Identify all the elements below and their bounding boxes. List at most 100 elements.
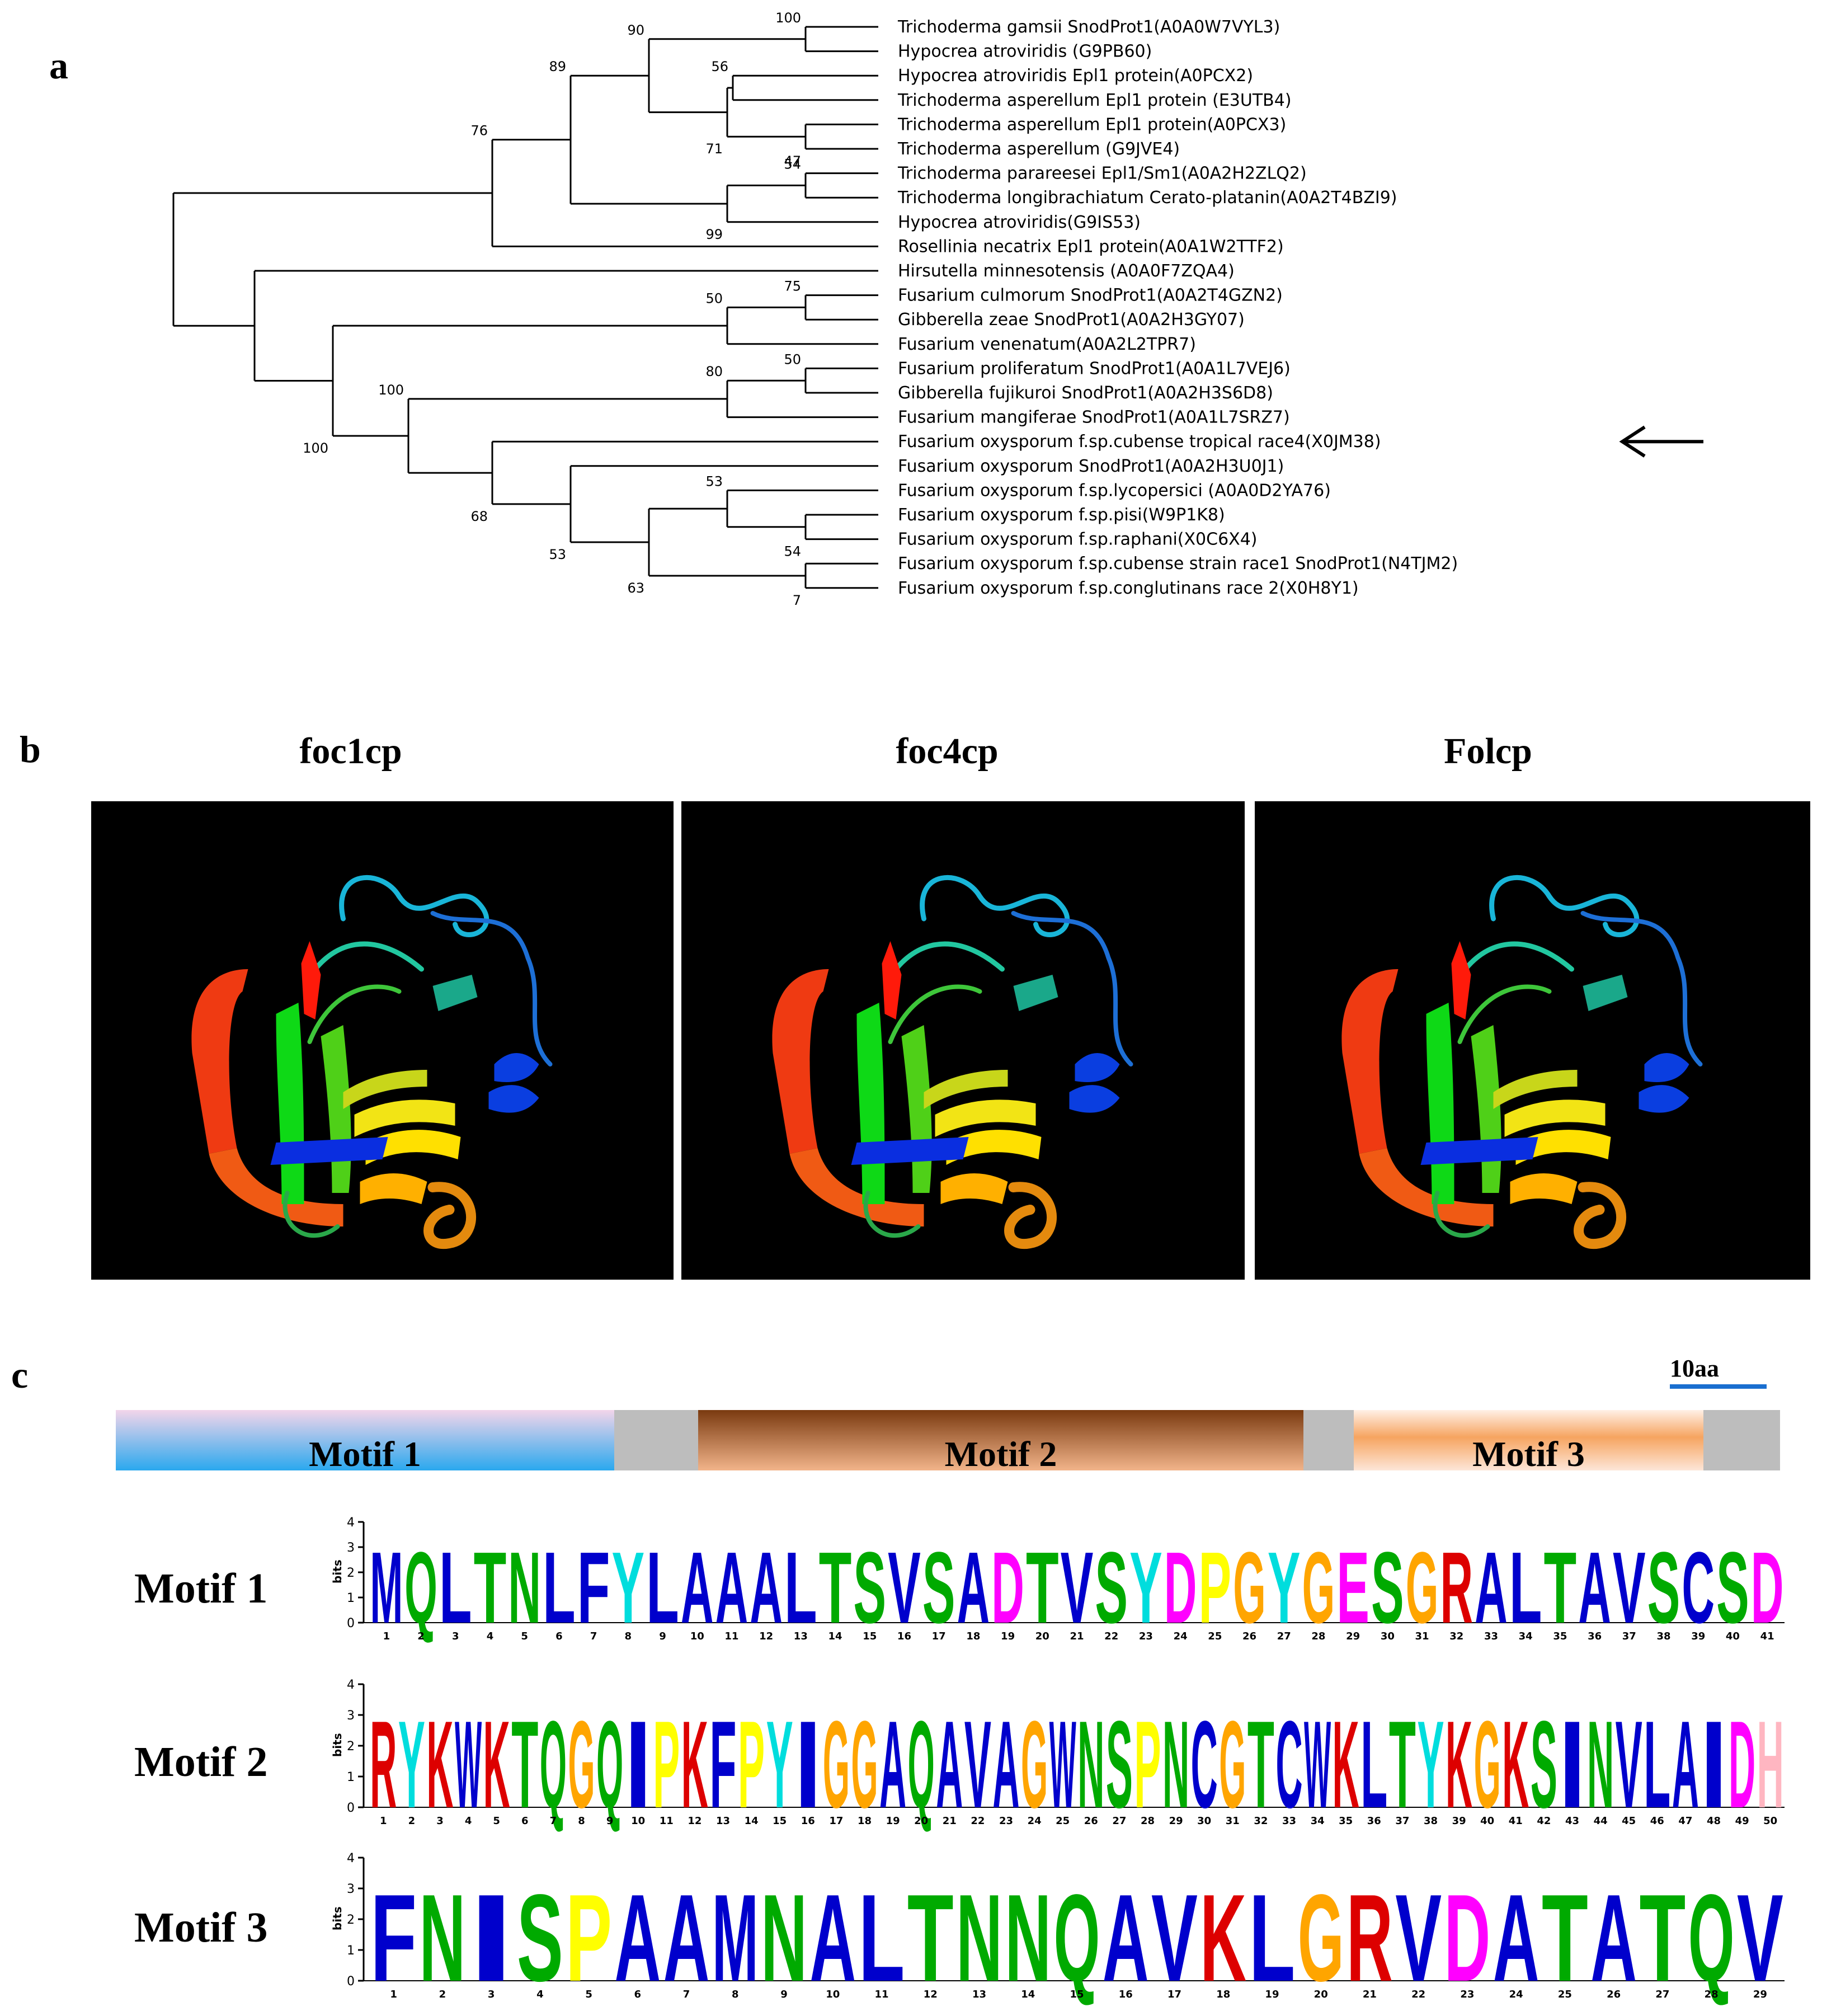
logo-letter: G: [1474, 1695, 1501, 1834]
protein-ribbon-foc1cp: [191, 875, 553, 1249]
logo-letter: K: [1502, 1695, 1529, 1834]
logo-position-number: 18: [1216, 1989, 1230, 2000]
logo-letter: V: [1395, 1868, 1442, 2007]
logo-position-number: 26: [1242, 1630, 1256, 1642]
logo-letter: Y: [1417, 1695, 1444, 1834]
logo-letter: T: [1247, 1695, 1274, 1834]
leaf-label: Fusarium mangiferae SnodProt1(A0A1L7SRZ7…: [898, 408, 1290, 427]
logo-position-number: 9: [606, 1815, 614, 1827]
bootstrap-value: 54: [784, 544, 801, 560]
bootstrap-value: 63: [627, 580, 644, 596]
axis-tick-label: 3: [347, 1709, 355, 1723]
leaf-label: Trichoderma parareesei Epl1/Sm1(A0A2H2ZL…: [897, 164, 1307, 184]
leaf-label: Hypocrea atroviridis Epl1 protein(A0PCX2…: [898, 66, 1253, 86]
logo-position-number: 13: [972, 1989, 986, 2000]
logo-letter: I: [468, 1868, 515, 2007]
logo-letter: K: [426, 1695, 453, 1834]
logo-position-number: 8: [625, 1630, 632, 1642]
linker-segment: [614, 1410, 698, 1470]
logo-position-number: 29: [1346, 1630, 1360, 1642]
logo-letter: R: [370, 1695, 397, 1834]
logo-letter: N: [1077, 1695, 1104, 1834]
bootstrap-value: 68: [470, 509, 488, 524]
logo-position-number: 23: [999, 1815, 1013, 1827]
logo-letter: Y: [1268, 1531, 1301, 1644]
scale-bar-label: 10aa: [1670, 1355, 1719, 1382]
logo-position-number: 13: [794, 1630, 808, 1642]
logo-letter: R: [1440, 1531, 1473, 1644]
logo-letter: A: [1493, 1868, 1539, 2007]
logo-letter: A: [1475, 1531, 1508, 1644]
logo-position-number: 34: [1519, 1630, 1533, 1642]
logo-position-number: 40: [1480, 1815, 1494, 1827]
logo-letter: A: [614, 1868, 661, 2007]
logo-position-number: 10: [826, 1989, 840, 2000]
logo-letter: Y: [1129, 1531, 1162, 1644]
logo-position-number: 1: [380, 1815, 387, 1827]
leaf-label: Trichoderma asperellum (G9JVE4): [897, 139, 1180, 159]
logo-letter: V: [964, 1695, 991, 1834]
structure-title-foc4cp: foc4cp: [896, 731, 999, 772]
logo-position-number: 1: [383, 1630, 390, 1642]
logo-letter: D: [991, 1531, 1024, 1644]
logo-letter: L: [784, 1531, 817, 1644]
logo-letter: P: [1199, 1531, 1232, 1644]
linker-segment: [1703, 1410, 1780, 1470]
logo-letter: A: [809, 1868, 856, 2007]
logo-position-number: 39: [1691, 1630, 1705, 1642]
leaf-label: Trichoderma asperellum Epl1 protein(A0PC…: [897, 115, 1286, 134]
logo-position-number: 6: [521, 1815, 529, 1827]
leaf-label: Fusarium oxysporum f.sp.cubense tropical…: [898, 432, 1381, 452]
logo-position-number: 42: [1537, 1815, 1551, 1827]
logo-position-number: 20: [914, 1815, 928, 1827]
logo-position-number: 14: [745, 1815, 759, 1827]
logo-position-number: 20: [1035, 1630, 1049, 1642]
logo-position-number: 40: [1726, 1630, 1740, 1642]
logo-position-number: 12: [924, 1989, 938, 2000]
logo-letter: T: [1389, 1695, 1416, 1834]
axis-tick-label: 0: [347, 1801, 355, 1815]
logo-letter: L: [646, 1531, 679, 1644]
logo-position-number: 14: [828, 1630, 842, 1642]
logo-position-number: 14: [1021, 1989, 1035, 2000]
structure-title-foc1cp: foc1cp: [299, 731, 402, 772]
logo-position-number: 41: [1509, 1815, 1523, 1827]
logo-position-number: 25: [1056, 1815, 1070, 1827]
logo-letter: Q: [1688, 1868, 1735, 2007]
logo-letter: A: [1103, 1868, 1149, 2007]
bootstrap-value: 100: [303, 440, 328, 456]
logo-letter: L: [859, 1868, 905, 2007]
bootstrap-value: 100: [775, 10, 801, 26]
panel-label-b: b: [20, 728, 41, 770]
leaf-label: Hypocrea atroviridis (G9PB60): [898, 42, 1152, 62]
logo-letter: G: [1021, 1695, 1048, 1834]
logo-letter: I: [1700, 1695, 1727, 1834]
logo-position-number: 10: [631, 1815, 645, 1827]
logo-position-number: 22: [1104, 1630, 1118, 1642]
logo-position-number: 24: [1174, 1630, 1188, 1642]
logo-letter: Q: [908, 1695, 935, 1834]
logo-position-number: 24: [1028, 1815, 1042, 1827]
logo-position-number: 9: [659, 1630, 666, 1642]
logo-letter: I: [794, 1695, 821, 1834]
leaf-label: Fusarium venenatum(A0A2L2TPR7): [898, 335, 1196, 354]
logo-position-number: 18: [966, 1630, 980, 1642]
logo-position-number: 29: [1753, 1989, 1767, 2000]
bootstrap-value: 89: [549, 59, 566, 74]
bootstrap-value: 50: [784, 351, 801, 367]
logo-letter: I: [1559, 1695, 1585, 1834]
logo-letter: S: [1106, 1695, 1133, 1834]
logo-position-number: 21: [1070, 1630, 1084, 1642]
logo-position-number: 34: [1311, 1815, 1325, 1827]
logo-position-number: 29: [1169, 1815, 1183, 1827]
logo-position-number: 39: [1452, 1815, 1466, 1827]
bootstrap-value: 76: [470, 123, 488, 139]
logo-letter: G: [1233, 1531, 1266, 1644]
logo-letter: V: [1061, 1531, 1094, 1644]
logo-position-number: 31: [1415, 1630, 1429, 1642]
leaf-label: Gibberella fujikuroi SnodProt1(A0A2H3S6D…: [898, 383, 1273, 403]
logo-position-number: 44: [1594, 1815, 1608, 1827]
logo-letter: Y: [611, 1531, 644, 1644]
logo-position-number: 38: [1424, 1815, 1438, 1827]
